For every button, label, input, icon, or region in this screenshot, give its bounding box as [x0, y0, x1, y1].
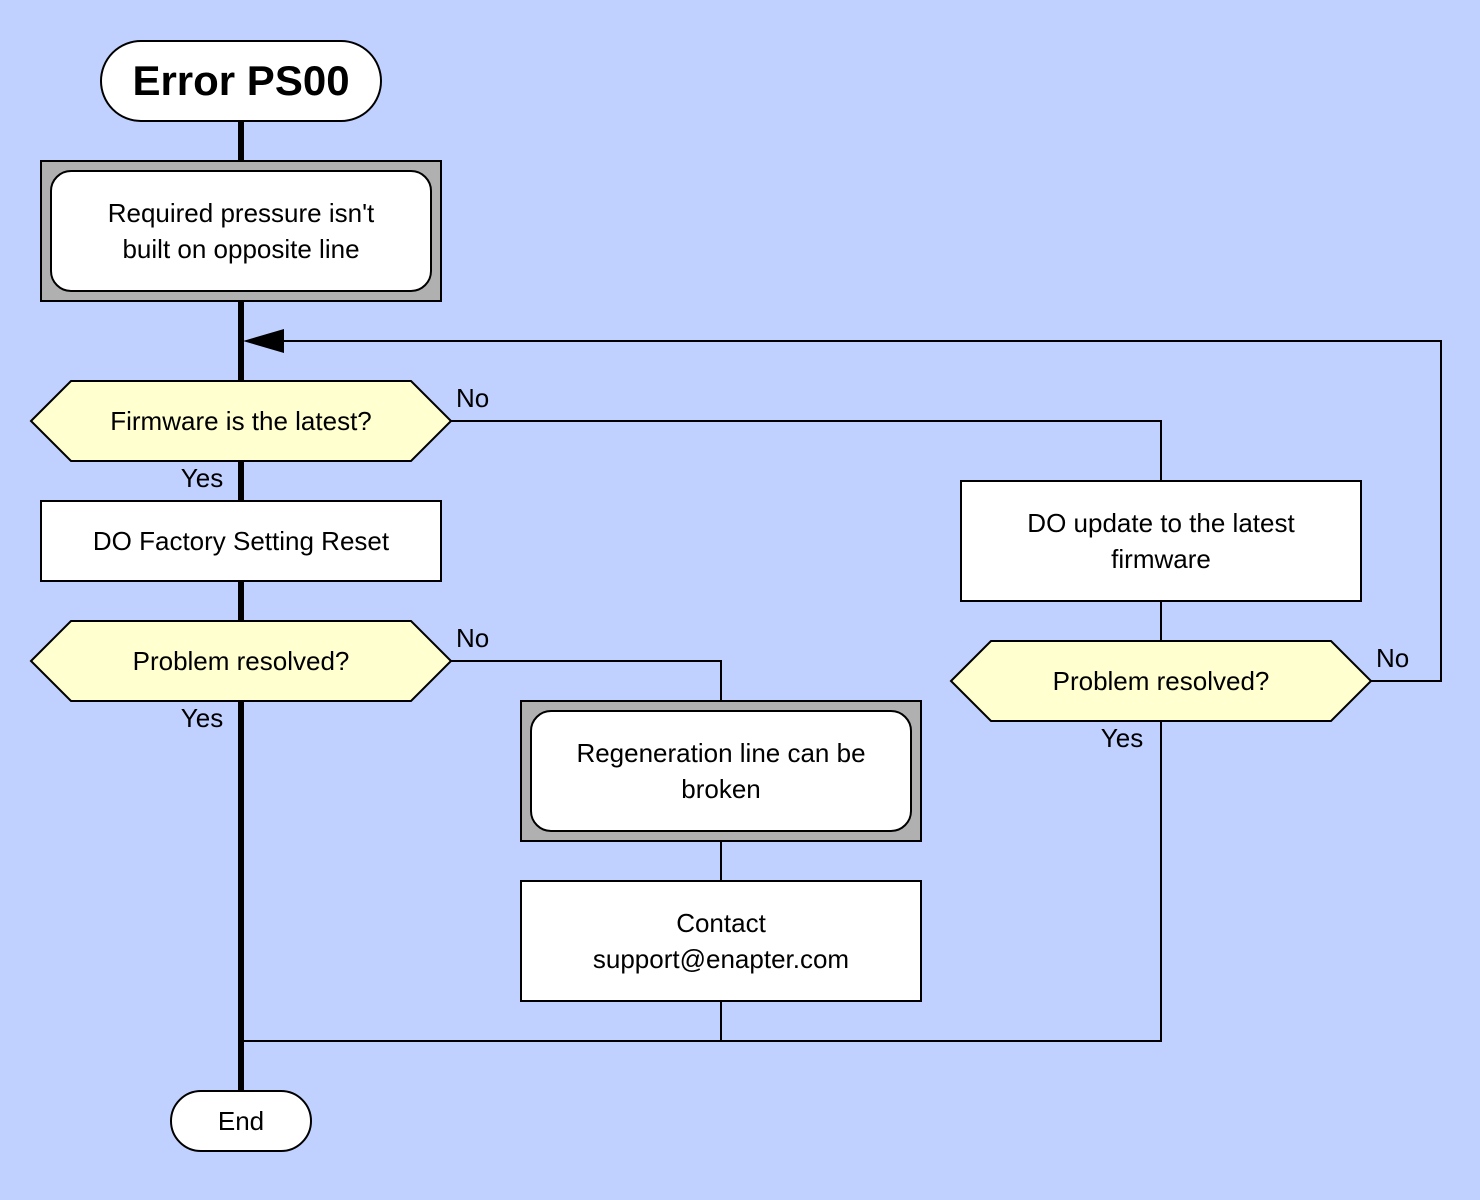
contact-process: Contact support@enapter.com: [520, 880, 922, 1002]
symptom-label-line1: Required pressure isn't: [108, 198, 375, 228]
resolved-right-label: Problem resolved?: [1053, 666, 1270, 696]
firmware-update-process: DO update to the latest firmware: [960, 480, 1362, 602]
connector-right-yes: [241, 721, 1162, 1042]
connectors: [238, 121, 1442, 1091]
factory-reset-process: DO Factory Setting Reset: [40, 500, 442, 582]
branch-label-left-yes: Yes: [181, 703, 223, 733]
firmware-update-label-line1: DO update to the latest: [1027, 508, 1295, 538]
firmware-check-label: Firmware is the latest?: [110, 406, 372, 436]
resolved-left-decision: Problem resolved?: [29, 620, 453, 702]
branch-label-right-no: No: [1376, 643, 1409, 673]
connector-left-no: [451, 660, 722, 701]
connector-right-no-loop: [284, 340, 1442, 682]
connector-firmware-no: [451, 420, 1162, 481]
contact-label-line2: support@enapter.com: [593, 944, 849, 974]
resolved-left-label: Problem resolved?: [133, 646, 350, 676]
loop-arrowhead: [243, 329, 284, 353]
resolved-right-decision: Problem resolved?: [949, 640, 1373, 722]
branch-label-firmware-no: No: [456, 383, 489, 413]
symptom-label-line2: built on opposite line: [122, 234, 359, 264]
branch-label-left-no: No: [456, 623, 489, 653]
end-label: End: [218, 1106, 264, 1136]
factory-reset-label: DO Factory Setting Reset: [93, 526, 390, 556]
firmware-check-decision: Firmware is the latest?: [29, 380, 453, 462]
branch-label-firmware-yes: Yes: [181, 463, 223, 493]
start-terminator: Error PS00: [100, 40, 382, 122]
regen-line-label-line1: Regeneration line can be: [576, 738, 865, 768]
start-label: Error PS00: [132, 57, 349, 104]
branch-label-right-yes: Yes: [1101, 723, 1143, 753]
regen-line-label-line2: broken: [681, 774, 761, 804]
contact-label-line1: Contact: [676, 908, 766, 938]
firmware-update-label-line2: firmware: [1111, 544, 1211, 574]
symptom-subprocess: Required pressure isn't built on opposit…: [40, 160, 442, 302]
end-terminator: End: [170, 1090, 312, 1152]
regen-line-subprocess: Regeneration line can be broken: [520, 700, 922, 842]
